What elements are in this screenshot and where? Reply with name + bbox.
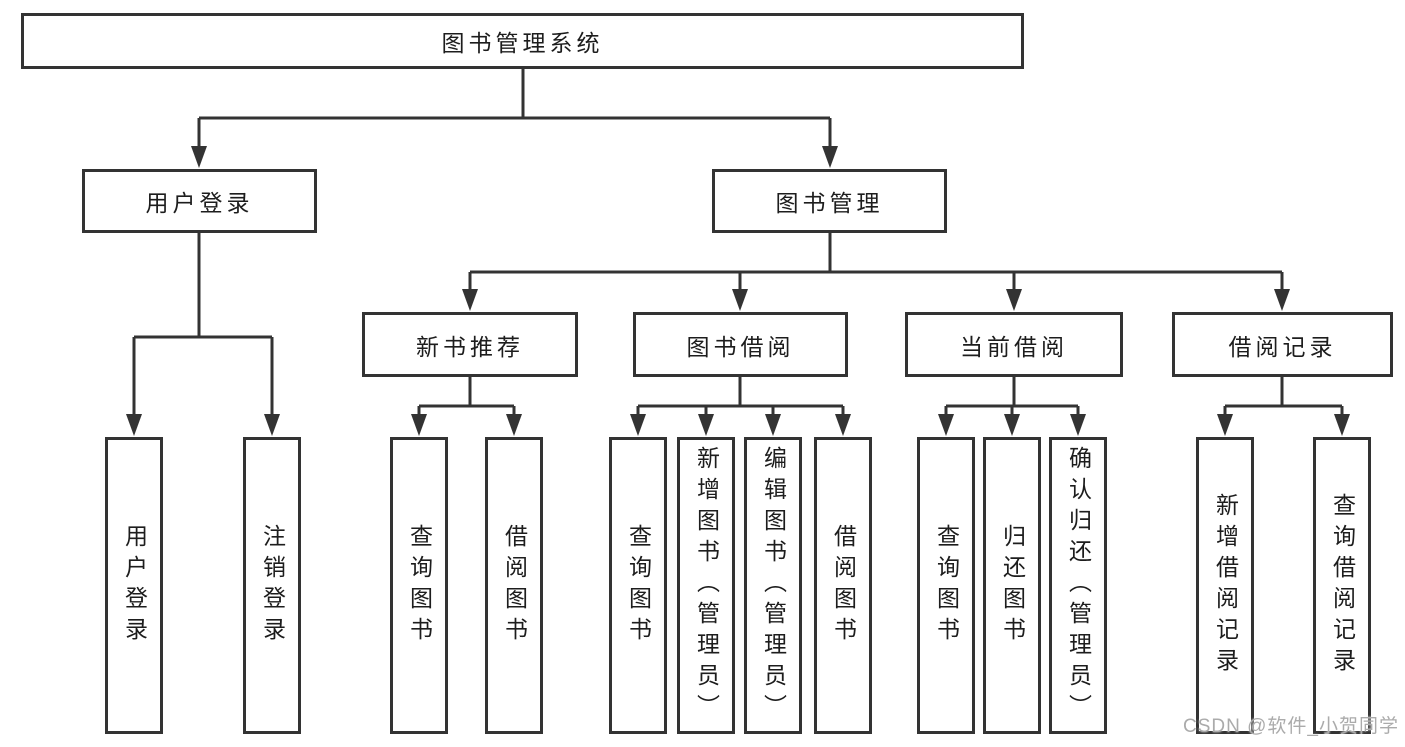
connector-book-management-branch <box>468 233 1284 293</box>
leaf-query-books-recommend-label: 查询图书 <box>406 523 433 648</box>
arrow-down-icon <box>264 414 280 436</box>
arrow-down-icon <box>411 414 427 436</box>
connector-new-book-branch <box>417 377 516 418</box>
node-current-borrow: 当前借阅 <box>905 312 1123 377</box>
arrow-down-icon <box>698 414 714 436</box>
node-library-system: 图书管理系统 <box>21 13 1024 69</box>
leaf-add-books-admin-label: 新增图书（管理员） <box>693 446 720 725</box>
leaf-edit-books-admin: 编辑图书（管理员） <box>744 437 802 734</box>
leaf-query-books-borrow: 查询图书 <box>609 437 667 734</box>
arrow-down-icon <box>1217 414 1233 436</box>
leaf-query-borrow-record: 查询借阅记录 <box>1313 437 1371 734</box>
arrow-down-icon <box>1070 414 1086 436</box>
leaf-confirm-return-admin-label: 确认归还（管理员） <box>1065 446 1092 725</box>
node-borrow-records: 借阅记录 <box>1172 312 1393 377</box>
csdn-watermark: CSDN @软件_小贺同学 <box>1183 711 1399 738</box>
leaf-borrow-books: 借阅图书 <box>814 437 872 734</box>
leaf-edit-books-admin-label: 编辑图书（管理员） <box>760 446 787 725</box>
node-book-management-label: 图书管理 <box>775 190 884 216</box>
arrow-down-icon <box>765 414 781 436</box>
arrow-down-icon <box>191 146 207 168</box>
arrow-down-icon <box>506 414 522 436</box>
connector-current-borrow-branch <box>944 377 1080 418</box>
leaf-borrow-books-recommend-label: 借阅图书 <box>501 523 528 648</box>
leaf-add-borrow-record-label: 新增借阅记录 <box>1212 492 1239 679</box>
leaf-borrow-books-recommend: 借阅图书 <box>485 437 543 734</box>
connector-root-to-level2 <box>197 69 832 150</box>
leaf-query-books-current: 查询图书 <box>917 437 975 734</box>
arrow-down-icon <box>822 146 838 168</box>
node-borrow-records-label: 借阅记录 <box>1228 333 1337 360</box>
csdn-watermark-text: CSDN @软件_小贺同学 <box>1183 716 1399 737</box>
node-new-book-recommend: 新书推荐 <box>362 312 578 377</box>
leaf-query-borrow-record-label: 查询借阅记录 <box>1329 492 1356 679</box>
leaf-return-books: 归还图书 <box>983 437 1041 734</box>
node-book-borrow: 图书借阅 <box>633 312 848 377</box>
leaf-borrow-books-label: 借阅图书 <box>830 523 857 648</box>
arrow-down-icon <box>732 289 748 311</box>
leaf-add-books-admin: 新增图书（管理员） <box>677 437 735 734</box>
arrow-down-icon <box>1006 289 1022 311</box>
node-book-borrow-label: 图书借阅 <box>686 333 795 360</box>
arrow-down-icon <box>835 414 851 436</box>
arrow-down-icon <box>462 289 478 311</box>
node-user-login: 用户登录 <box>82 169 317 233</box>
arrow-down-icon <box>938 414 954 436</box>
leaf-logout-label: 注销登录 <box>259 523 286 648</box>
leaf-user-login: 用户登录 <box>105 437 163 734</box>
connector-user-login-branch <box>132 233 274 418</box>
arrow-down-icon <box>1334 414 1350 436</box>
arrow-down-icon <box>126 414 142 436</box>
leaf-confirm-return-admin: 确认归还（管理员） <box>1049 437 1107 734</box>
leaf-query-books-current-label: 查询图书 <box>933 523 960 648</box>
arrow-down-icon <box>630 414 646 436</box>
arrow-down-icon <box>1274 289 1290 311</box>
node-user-login-label: 用户登录 <box>145 190 254 216</box>
node-book-management: 图书管理 <box>712 169 947 233</box>
leaf-user-login-label: 用户登录 <box>121 523 148 648</box>
arrow-down-icon <box>1004 414 1020 436</box>
leaf-query-books-recommend: 查询图书 <box>390 437 448 734</box>
leaf-query-books-borrow-label: 查询图书 <box>625 523 652 648</box>
node-library-system-label: 图书管理系统 <box>441 30 604 56</box>
leaf-logout: 注销登录 <box>243 437 301 734</box>
connector-book-borrow-branch <box>636 377 845 418</box>
leaf-add-borrow-record: 新增借阅记录 <box>1196 437 1254 734</box>
connector-borrow-records-branch <box>1223 377 1344 418</box>
leaf-return-books-label: 归还图书 <box>999 523 1026 648</box>
node-new-book-recommend-label: 新书推荐 <box>416 333 524 360</box>
node-current-borrow-label: 当前借阅 <box>960 333 1068 360</box>
